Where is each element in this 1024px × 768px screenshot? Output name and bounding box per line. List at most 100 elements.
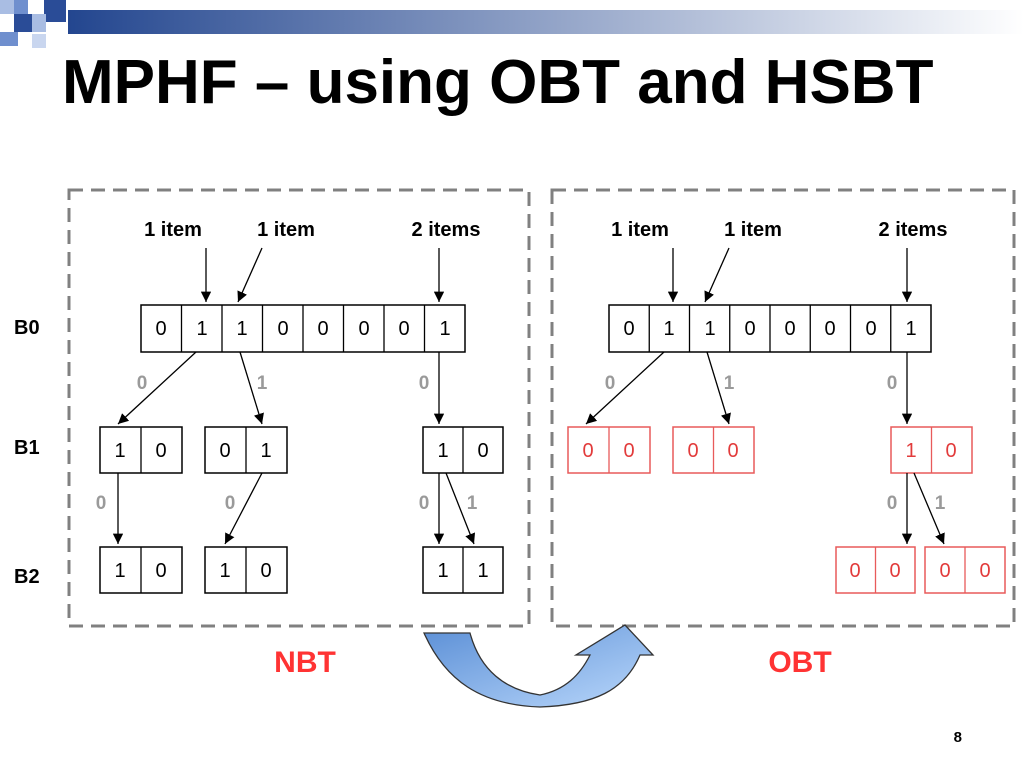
nbt-caption: NBT: [274, 646, 336, 679]
row-label-b2: B2: [14, 566, 40, 588]
page-number: 8: [954, 729, 962, 746]
bit-cell: 0: [477, 440, 488, 462]
bit-cell: 0: [317, 318, 328, 340]
header-gradient-bar: [68, 10, 1024, 34]
edge-label: 0: [419, 493, 430, 514]
bit-cell: 1: [439, 318, 450, 340]
edge-label: 1: [935, 493, 946, 514]
item-label: 1 item: [611, 219, 669, 241]
edge-label: 0: [887, 373, 898, 394]
edge-label: 0: [96, 493, 107, 514]
b1-node: 1 0: [422, 426, 504, 474]
bit-cell: 1: [905, 318, 916, 340]
bit-cell: 0: [277, 318, 288, 340]
b0-bit-array: 0 1 1 0 0 0 0 1: [608, 304, 932, 353]
b1-node: 1 0: [890, 426, 973, 474]
item-label: 1 item: [724, 219, 782, 241]
row-label-b0: B0: [14, 317, 40, 339]
b1-node: 0 0: [567, 426, 651, 474]
corner-decoration: [0, 0, 1024, 48]
bit-cell: 0: [687, 440, 698, 462]
b1-node: 0 0: [672, 426, 755, 474]
tree-edge: [239, 351, 264, 425]
bit-cell: 0: [582, 440, 593, 462]
bit-cell: 0: [979, 560, 990, 582]
obt-caption: OBT: [768, 646, 831, 679]
edge-label: 1: [724, 373, 735, 394]
deco-square: [14, 14, 32, 32]
deco-square: [0, 0, 14, 14]
bit-cell: 0: [865, 318, 876, 340]
bit-cell: 1: [260, 440, 271, 462]
bit-cell: 1: [905, 440, 916, 462]
item-label: 2 items: [412, 219, 481, 241]
bit-cell: 1: [114, 560, 125, 582]
edge-label: 1: [257, 373, 268, 394]
deco-square: [14, 0, 28, 14]
left-tree: 1 item 1 item 2 items 0 1 1 0 0: [96, 219, 504, 594]
right-tree: 1 item 1 item 2 items 0 1 1 0 0: [567, 219, 1006, 594]
bit-cell: 1: [114, 440, 125, 462]
bit-cell: 0: [155, 318, 166, 340]
edge-label: 0: [137, 373, 148, 394]
tree-edge: [445, 472, 476, 545]
bit-cell: 1: [219, 560, 230, 582]
left-panel-border: [67, 188, 531, 628]
bit-cell: 1: [437, 560, 448, 582]
edge-label: 0: [225, 493, 236, 514]
edge-label: 1: [467, 493, 478, 514]
b1-node: 1 0: [99, 426, 183, 474]
right-panel-border: [550, 188, 1016, 628]
bit-cell: 0: [219, 440, 230, 462]
bit-cell: 0: [260, 560, 271, 582]
tree-edge: [224, 472, 263, 545]
bit-cell: 0: [358, 318, 369, 340]
bit-cell: 0: [623, 440, 634, 462]
row-label-b1: B1: [14, 437, 40, 459]
tree-edge: [706, 351, 731, 425]
deco-square: [32, 14, 46, 32]
bit-cell: 1: [236, 318, 247, 340]
b2-node: 0 0: [835, 546, 916, 594]
bit-cell: 0: [727, 440, 738, 462]
slide-title: MPHF – using OBT and HSBT: [62, 48, 934, 117]
bit-cell: 0: [155, 440, 166, 462]
bit-cell: 0: [623, 318, 634, 340]
bit-cell: 1: [663, 318, 674, 340]
tree-edge: [913, 472, 945, 545]
bit-cell: 0: [744, 318, 755, 340]
tree-edge: [585, 351, 665, 425]
deco-square: [32, 34, 46, 48]
item-label: 1 item: [257, 219, 315, 241]
bit-cell: 0: [784, 318, 795, 340]
deco-square: [44, 0, 66, 22]
bit-cell: 0: [824, 318, 835, 340]
item-label: 2 items: [879, 219, 948, 241]
bit-cell: 0: [889, 560, 900, 582]
bit-cell: 0: [939, 560, 950, 582]
bit-cell: 1: [437, 440, 448, 462]
bit-cell: 1: [196, 318, 207, 340]
b2-node: 1 1: [422, 546, 504, 594]
item-arrow: [237, 247, 263, 303]
transform-arrow: [422, 624, 655, 708]
bit-cell: 0: [945, 440, 956, 462]
b2-node: 0 0: [924, 546, 1006, 594]
bit-cell: 0: [398, 318, 409, 340]
b2-node: 1 0: [204, 546, 288, 594]
edge-label: 0: [887, 493, 898, 514]
tree-edge: [117, 351, 197, 425]
b1-node: 0 1: [204, 426, 288, 474]
deco-square: [0, 32, 18, 46]
b2-node: 1 0: [99, 546, 183, 594]
edge-label: 0: [605, 373, 616, 394]
bit-cell: 1: [477, 560, 488, 582]
edge-label: 0: [419, 373, 430, 394]
b0-bit-array: 0 1 1 0 0 0 0 1: [140, 304, 466, 353]
item-arrow: [704, 247, 730, 303]
item-label: 1 item: [144, 219, 202, 241]
bit-cell: 0: [155, 560, 166, 582]
bit-cell: 0: [849, 560, 860, 582]
